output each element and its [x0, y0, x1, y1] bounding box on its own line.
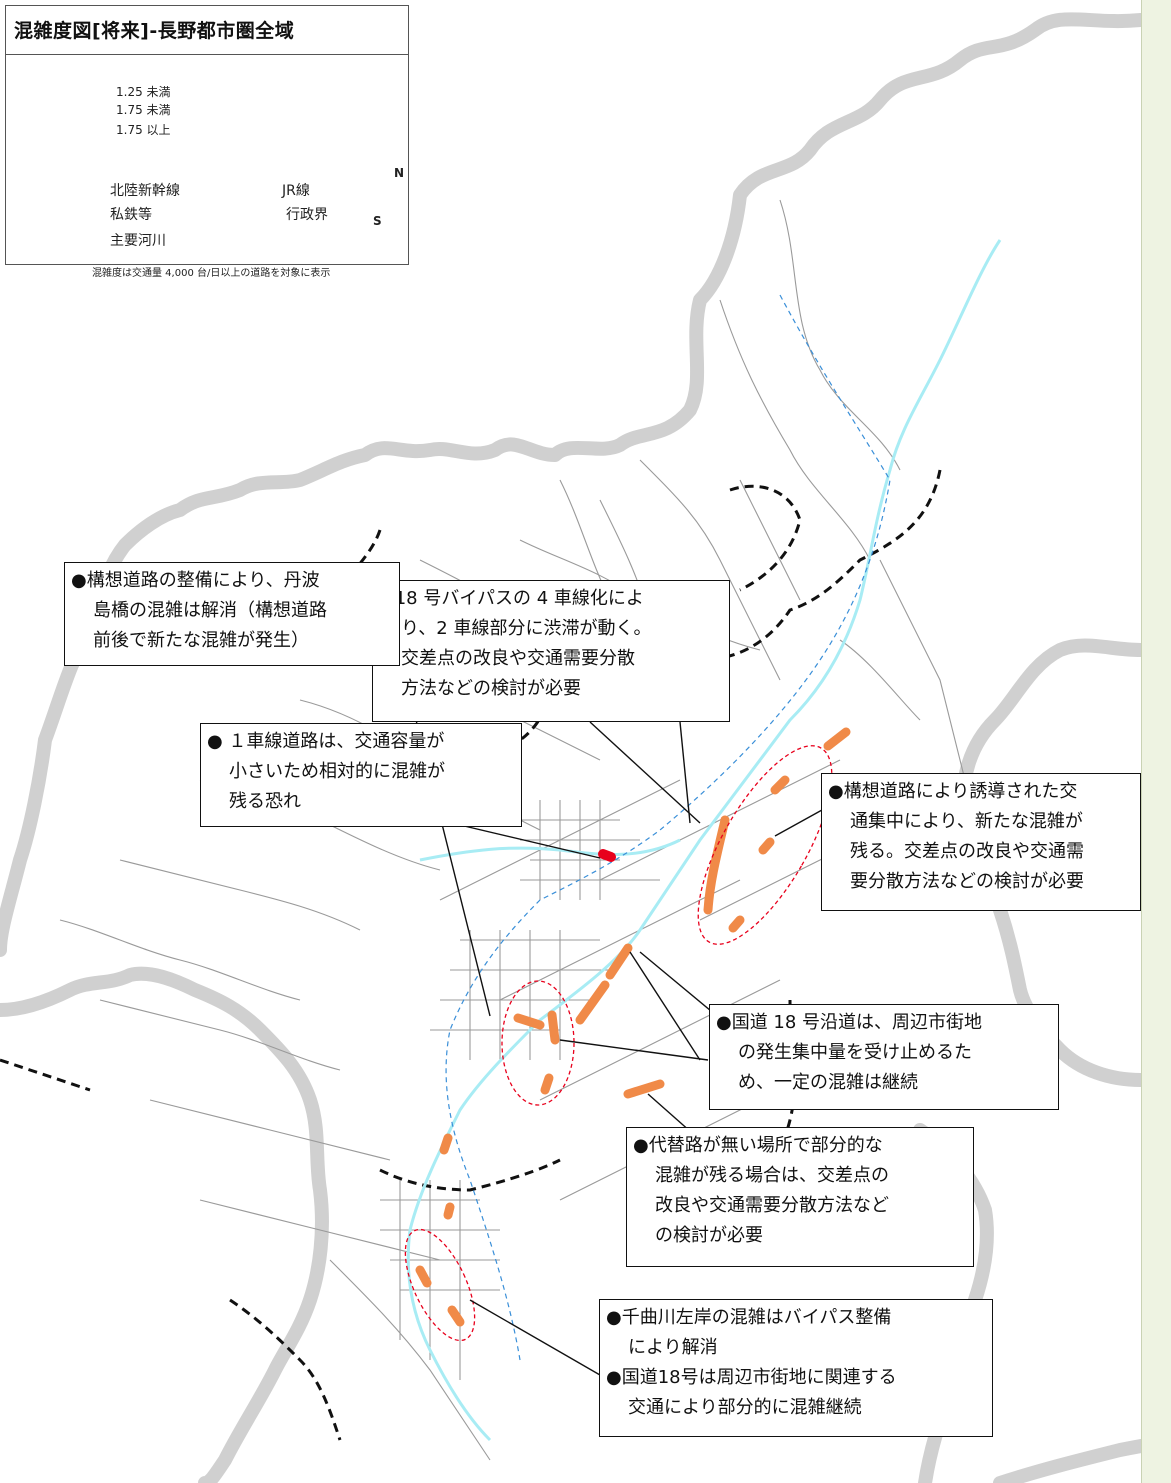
legend-note: 混雑度は交通量 4,000 台/日以上の道路を対象に表示	[92, 268, 331, 279]
congestion-segments	[415, 727, 851, 1327]
callout-line: 通集中により、新たな混雑が	[850, 811, 1083, 832]
legend-box: 混雑度図[将来]-長野都市圏全域 1.25 未満 1.75 未満 1.75 以上…	[5, 5, 409, 265]
callout-line: 小さいため相対的に混雑が	[229, 761, 445, 782]
callout-line: ●構想道路により誘導された交	[828, 781, 1078, 802]
congestion-mid-segment	[513, 1013, 545, 1030]
river	[406, 239, 1002, 1442]
callout-line: の発生集中量を受け止めるた	[738, 1042, 972, 1063]
congestion-mid-segment	[540, 1073, 554, 1095]
shinkansen-line	[445, 294, 891, 1361]
callout-line: ●国道 18 号沿道は、周辺市街地	[716, 1012, 983, 1033]
callout-line: 要分散方法などの検討が必要	[850, 871, 1084, 892]
callout-line: 島橋の混雑は解消（構想道路	[93, 600, 327, 621]
compass-north-label: N	[394, 166, 405, 180]
callout-line: ●構想道路の整備により、丹波	[71, 570, 320, 591]
callout-line: 前後で新たな混雑が発生）	[93, 630, 309, 651]
callout-alternative: ●代替路が無い場所で部分的な 混雑が残る場合は、交差点の 改良や交通需要分散方法…	[626, 1127, 974, 1267]
congestion-mid-segment	[823, 727, 851, 751]
congestion-mid-segment	[728, 915, 745, 933]
congestion-high-segment	[598, 849, 616, 862]
congestion-mid-segment	[415, 1265, 432, 1288]
callout-line: め、一定の混雑は継続	[738, 1072, 918, 1093]
callout-line: ● １車線道路は、交通容量が	[207, 731, 445, 752]
legend-label-low: 1.25 未満	[116, 85, 171, 99]
highlight-ellipses	[404, 745, 833, 1342]
river-tributary	[419, 838, 681, 862]
callout-line: 改良や交通需要分散方法など	[655, 1195, 889, 1216]
callout-line: の検討が必要	[655, 1225, 763, 1246]
callout-line: ●千曲川左岸の混雑はバイパス整備	[606, 1307, 892, 1328]
legend-divider	[6, 54, 408, 55]
legend-label-private: 私鉄等	[110, 207, 152, 223]
congestion-mid-segment	[758, 837, 775, 855]
callout-tanba: ●構想道路の整備により、丹波 島橋の混雑は解消（構想道路 前後で新たな混雑が発生…	[64, 562, 400, 666]
callout-line: り、2 車線部分に渋滞が動く。	[401, 618, 652, 639]
callout-line: ●国道18号は周辺市街地に関連する	[606, 1367, 897, 1388]
congestion-mid-segment	[703, 815, 730, 915]
callout-line: 交通により部分的に混雑継続	[628, 1397, 862, 1418]
legend-label-river: 主要河川	[110, 233, 166, 249]
callout-line: ●代替路が無い場所で部分的な	[633, 1135, 883, 1156]
callout-one-lane: ● １車線道路は、交通容量が 小さいため相対的に混雑が 残る恐れ	[200, 723, 522, 827]
congestion-mid-segment	[605, 943, 633, 980]
congestion-mid-segment	[547, 1010, 560, 1045]
legend-label-boundary: 行政界	[286, 207, 328, 223]
congestion-mid-segment	[443, 1202, 455, 1220]
legend-label-high: 1.75 以上	[116, 123, 171, 137]
callout-bypass18: ●18 号バイパスの 4 車線化によ り、2 車線部分に渋滞が動く。 交差点の改…	[372, 580, 730, 722]
legend-title: 混雑度図[将来]-長野都市圏全域	[14, 20, 295, 42]
callout-line: 混雑が残る場合は、交差点の	[655, 1165, 889, 1186]
callout-line: ●18 号バイパスの 4 車線化によ	[379, 588, 644, 609]
congestion-mid-segment	[439, 1133, 453, 1155]
congestion-mid-segment	[447, 1305, 465, 1327]
callout-line: により解消	[628, 1337, 718, 1358]
compass-south-label: S	[373, 214, 382, 228]
callout-route18: ●国道 18 号沿道は、周辺市街地 の発生集中量を受け止めるた め、一定の混雑は…	[709, 1004, 1059, 1110]
congestion-mid-segment	[623, 1079, 665, 1099]
callout-chikuma: ●千曲川左岸の混雑はバイパス整備 により解消 ●国道18号は周辺市街地に関連する…	[599, 1299, 993, 1437]
callout-line: 交差点の改良や交通需要分散	[401, 648, 635, 669]
congestion-mid-segment	[575, 980, 610, 1025]
callout-line: 方法などの検討が必要	[401, 678, 581, 699]
legend-label-jr: JR線	[282, 183, 310, 199]
callout-line: 残る恐れ	[229, 791, 301, 812]
legend-label-shinkansen: 北陸新幹線	[110, 183, 180, 199]
callout-induced: ●構想道路により誘導された交 通集中により、新たな混雑が 残る。交差点の改良や交…	[821, 773, 1141, 911]
congestion-mid-segment	[770, 775, 790, 795]
legend-label-mid: 1.75 未満	[116, 103, 171, 117]
callout-line: 残る。交差点の改良や交通需	[850, 841, 1084, 862]
